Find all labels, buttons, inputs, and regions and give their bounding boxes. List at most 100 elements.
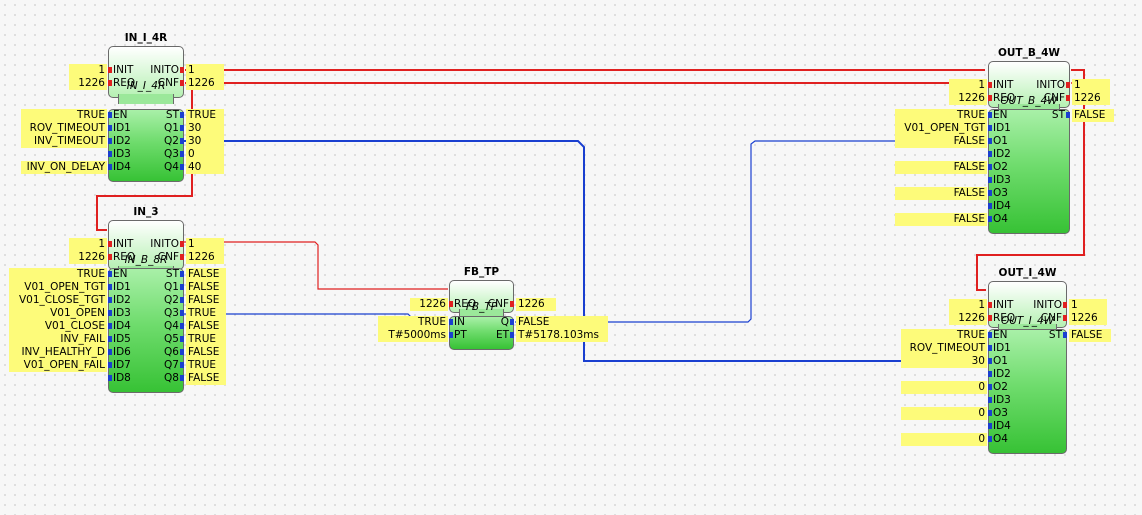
data-in-port-id8[interactable] — [108, 375, 112, 381]
data-in-port-id4[interactable] — [108, 323, 112, 329]
data-in-port-en[interactable] — [108, 112, 112, 118]
ev-out-port-cnf[interactable] — [1066, 95, 1070, 101]
data-in-port-id3[interactable] — [988, 177, 992, 183]
data-in-port-id3[interactable] — [108, 151, 112, 157]
ev-in-label-req: REQ — [454, 298, 477, 310]
data-out-port-q[interactable] — [510, 319, 514, 325]
data-out-port-q3[interactable] — [180, 310, 184, 316]
ev-out-port-inito[interactable] — [1066, 82, 1070, 88]
data-in-label-in: IN — [454, 316, 465, 328]
data-out-port-st[interactable] — [1063, 332, 1067, 338]
ev-out-port-inito[interactable] — [180, 67, 184, 73]
data-in-port-o4[interactable] — [988, 436, 992, 442]
ev-in-port-req[interactable] — [108, 80, 112, 86]
data-out-port-q5[interactable] — [180, 336, 184, 342]
data-in-value-o4: FALSE — [895, 213, 987, 226]
data-in-port-id3[interactable] — [988, 397, 992, 403]
ev-out-value-cnf: 1226 — [516, 298, 556, 311]
data-in-port-id1[interactable] — [988, 125, 992, 131]
data-in-port-id1[interactable] — [108, 284, 112, 290]
ev-out-port-cnf[interactable] — [180, 80, 184, 86]
data-in-port-id2[interactable] — [108, 297, 112, 303]
ev-out-port-inito[interactable] — [180, 241, 184, 247]
data-in-label-o2: O2 — [993, 381, 1008, 393]
data-in-value-id2: V01_CLOSE_TGT — [9, 294, 107, 307]
data-in-port-o3[interactable] — [988, 410, 992, 416]
data-out-port-q6[interactable] — [180, 349, 184, 355]
data-in-port-id5[interactable] — [108, 336, 112, 342]
ev-in-port-init[interactable] — [108, 67, 112, 73]
data-in-port-o2[interactable] — [988, 384, 992, 390]
data-out-port-q2[interactable] — [180, 297, 184, 303]
ev-out-port-cnf[interactable] — [180, 254, 184, 260]
data-out-value-q7: TRUE — [186, 359, 226, 372]
data-in-value-id1: V01_OPEN_TGT — [895, 122, 987, 135]
data-in-port-pt[interactable] — [449, 332, 453, 338]
ev-out-port-inito[interactable] — [1063, 302, 1067, 308]
ev-in-port-init[interactable] — [988, 302, 992, 308]
data-in-label-id1: ID1 — [993, 342, 1011, 354]
data-out-port-q3[interactable] — [180, 151, 184, 157]
data-in-port-id6[interactable] — [108, 349, 112, 355]
data-in-label-id3: ID3 — [993, 394, 1011, 406]
ev-in-port-req[interactable] — [449, 301, 453, 307]
data-out-port-q4[interactable] — [180, 164, 184, 170]
data-in-port-id2[interactable] — [108, 138, 112, 144]
data-in-port-o1[interactable] — [988, 358, 992, 364]
data-out-value-q1: FALSE — [186, 281, 226, 294]
data-in-port-en[interactable] — [988, 112, 992, 118]
data-in-value-en: TRUE — [9, 268, 107, 281]
data-in-port-id2[interactable] — [988, 371, 992, 377]
ev-out-port-cnf[interactable] — [1063, 315, 1067, 321]
data-in-port-id1[interactable] — [108, 125, 112, 131]
ev-out-port-cnf[interactable] — [510, 301, 514, 307]
data-in-port-en[interactable] — [108, 271, 112, 277]
data-in-port-o4[interactable] — [988, 216, 992, 222]
data-in-port-id3[interactable] — [108, 310, 112, 316]
data-in-port-in[interactable] — [449, 319, 453, 325]
data-in-value-id1: ROV_TIMEOUT — [901, 342, 987, 355]
ev-in-port-req[interactable] — [988, 95, 992, 101]
data-out-port-q7[interactable] — [180, 362, 184, 368]
data-out-port-q4[interactable] — [180, 323, 184, 329]
data-out-label-q: Q — [500, 316, 509, 328]
data-in-label-id5: ID5 — [113, 333, 131, 345]
ev-in-port-req[interactable] — [108, 254, 112, 260]
data-out-port-q8[interactable] — [180, 375, 184, 381]
data-out-port-q1[interactable] — [180, 284, 184, 290]
data-out-value-q: FALSE — [516, 316, 608, 329]
data-out-value-q5: TRUE — [186, 333, 226, 346]
data-in-port-id2[interactable] — [988, 151, 992, 157]
data-in-port-id1[interactable] — [988, 345, 992, 351]
data-out-port-q1[interactable] — [180, 125, 184, 131]
data-in-label-id4: ID4 — [993, 200, 1011, 212]
data-in-port-id4[interactable] — [988, 203, 992, 209]
data-in-port-id7[interactable] — [108, 362, 112, 368]
data-out-value-q8: FALSE — [186, 372, 226, 385]
data-in-port-o2[interactable] — [988, 164, 992, 170]
data-out-label-q1: Q1 — [164, 122, 179, 134]
ev-in-port-init[interactable] — [108, 241, 112, 247]
data-out-port-st[interactable] — [180, 271, 184, 277]
ev-in-port-req[interactable] — [988, 315, 992, 321]
data-out-port-st[interactable] — [1066, 112, 1070, 118]
data-in-port-o3[interactable] — [988, 190, 992, 196]
data-in-port-id4[interactable] — [988, 423, 992, 429]
ev-in-port-init[interactable] — [988, 82, 992, 88]
data-out-port-et[interactable] — [510, 332, 514, 338]
data-out-value-q6: FALSE — [186, 346, 226, 359]
data-out-port-st[interactable] — [180, 112, 184, 118]
data-in-label-id4: ID4 — [113, 161, 131, 173]
data-out-label-q2: Q2 — [164, 294, 179, 306]
data-in-port-en[interactable] — [988, 332, 992, 338]
data-in-port-o1[interactable] — [988, 138, 992, 144]
data-out-port-q2[interactable] — [180, 138, 184, 144]
data-in-label-o1: O1 — [993, 135, 1008, 147]
data-in-port-id4[interactable] — [108, 164, 112, 170]
ev-in-value-init: 1 — [69, 64, 107, 77]
